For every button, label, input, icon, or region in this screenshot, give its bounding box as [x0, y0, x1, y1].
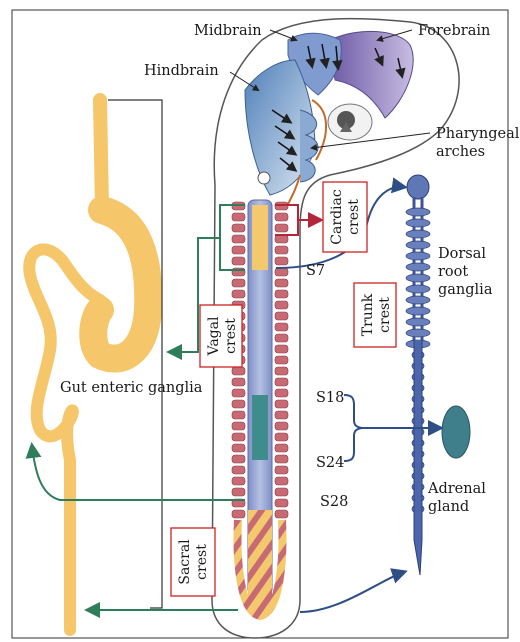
- hindbrain-label: Hindbrain: [144, 63, 219, 79]
- somite: [232, 411, 245, 419]
- somite: [275, 334, 288, 342]
- somite: [232, 466, 245, 474]
- ganglion-bead: [406, 329, 430, 337]
- ganglion-bead: [406, 241, 430, 249]
- somite: [275, 356, 288, 364]
- trunk-adrenal-segment: [252, 395, 268, 460]
- somite: [232, 444, 245, 452]
- somite: [232, 257, 245, 265]
- somite: [232, 510, 245, 518]
- midbrain-label: Midbrain: [194, 23, 262, 39]
- somite: [232, 488, 245, 496]
- somite: [275, 400, 288, 408]
- ganglion-bead: [406, 274, 430, 282]
- adrenal-gland: [442, 406, 470, 458]
- somite: [275, 290, 288, 298]
- somite: [232, 224, 245, 232]
- ganglion-bead: [406, 307, 430, 315]
- somite: [275, 345, 288, 353]
- ganglion-bead: [406, 318, 430, 326]
- ganglion-bead: [406, 252, 430, 260]
- vagal-crest-line1: Vagal: [206, 316, 222, 356]
- sacral-crest-line1: Sacral: [177, 539, 193, 585]
- cardiac-crest-box: Cardiac crest: [323, 182, 367, 252]
- dorsal-label-line2: root: [438, 264, 468, 280]
- gut-tube: [29, 100, 148, 630]
- somite: [232, 213, 245, 221]
- somite: [232, 290, 245, 298]
- gut-enteric-label: Gut enteric ganglia: [60, 380, 203, 396]
- pharyngeal-label-line2: arches: [436, 144, 485, 160]
- somite: [232, 400, 245, 408]
- somite: [275, 422, 288, 430]
- somite: [232, 422, 245, 430]
- somite: [275, 235, 288, 243]
- somite: [232, 246, 245, 254]
- ganglion-bead: [406, 296, 430, 304]
- pharyngeal-label-line1: Pharyngeal: [436, 126, 520, 142]
- s18-label: S18: [316, 390, 344, 406]
- s24-label: S24: [316, 455, 344, 471]
- cardiac-segment: [252, 205, 268, 270]
- somite: [275, 301, 288, 309]
- somite: [232, 235, 245, 243]
- dorsal-label-line1: Dorsal: [438, 246, 486, 262]
- somite: [232, 433, 245, 441]
- ganglion-bead: [406, 208, 430, 216]
- somite: [275, 444, 288, 452]
- adrenal-label-line1: Adrenal: [427, 481, 486, 497]
- somite: [275, 433, 288, 441]
- somite: [275, 411, 288, 419]
- s7-label: S7: [306, 263, 325, 279]
- somite: [275, 389, 288, 397]
- somite: [232, 389, 245, 397]
- somite: [275, 268, 288, 276]
- somite: [232, 378, 245, 386]
- eye-structure: [328, 104, 372, 140]
- somite: [275, 477, 288, 485]
- s28-label: S28: [320, 494, 348, 510]
- somite: [275, 246, 288, 254]
- somite: [275, 510, 288, 518]
- ganglion-bead: [406, 230, 430, 238]
- dorsal-root-ganglia-chain: [406, 175, 430, 575]
- somite: [232, 279, 245, 287]
- adrenal-label-line2: gland: [428, 499, 469, 515]
- somite: [275, 257, 288, 265]
- ganglion-bead: [406, 285, 430, 293]
- somite: [275, 378, 288, 386]
- somite: [275, 213, 288, 221]
- sacral-crest-box: Sacral crest: [171, 528, 215, 596]
- sacral-segment: [248, 510, 272, 619]
- vagal-crest-box: Vagal crest: [200, 305, 242, 367]
- trunk-crest-box: Trunk crest: [354, 283, 396, 347]
- somite: [275, 499, 288, 507]
- somite: [232, 477, 245, 485]
- somite: [275, 224, 288, 232]
- somite: [275, 312, 288, 320]
- ganglion-bead: [406, 219, 430, 227]
- cardiac-crest-line1: Cardiac: [329, 189, 345, 245]
- trunk-crest-line2: crest: [377, 297, 393, 333]
- somite: [275, 367, 288, 375]
- trunk-crest-line1: Trunk: [360, 293, 376, 336]
- somite: [232, 455, 245, 463]
- sacral-crest-line2: crest: [194, 544, 210, 580]
- ganglion-bead: [406, 263, 430, 271]
- vagal-crest-line2: crest: [223, 318, 239, 354]
- somite: [275, 279, 288, 287]
- somite: [275, 466, 288, 474]
- somite: [275, 323, 288, 331]
- cardiac-crest-line2: crest: [346, 199, 362, 235]
- otic-vesicle: [258, 172, 270, 184]
- forebrain-label: Forebrain: [418, 23, 490, 39]
- somite: [232, 367, 245, 375]
- somites-right: [275, 202, 288, 518]
- dorsal-label-line3: ganglia: [438, 282, 493, 298]
- somite: [275, 488, 288, 496]
- somite: [275, 455, 288, 463]
